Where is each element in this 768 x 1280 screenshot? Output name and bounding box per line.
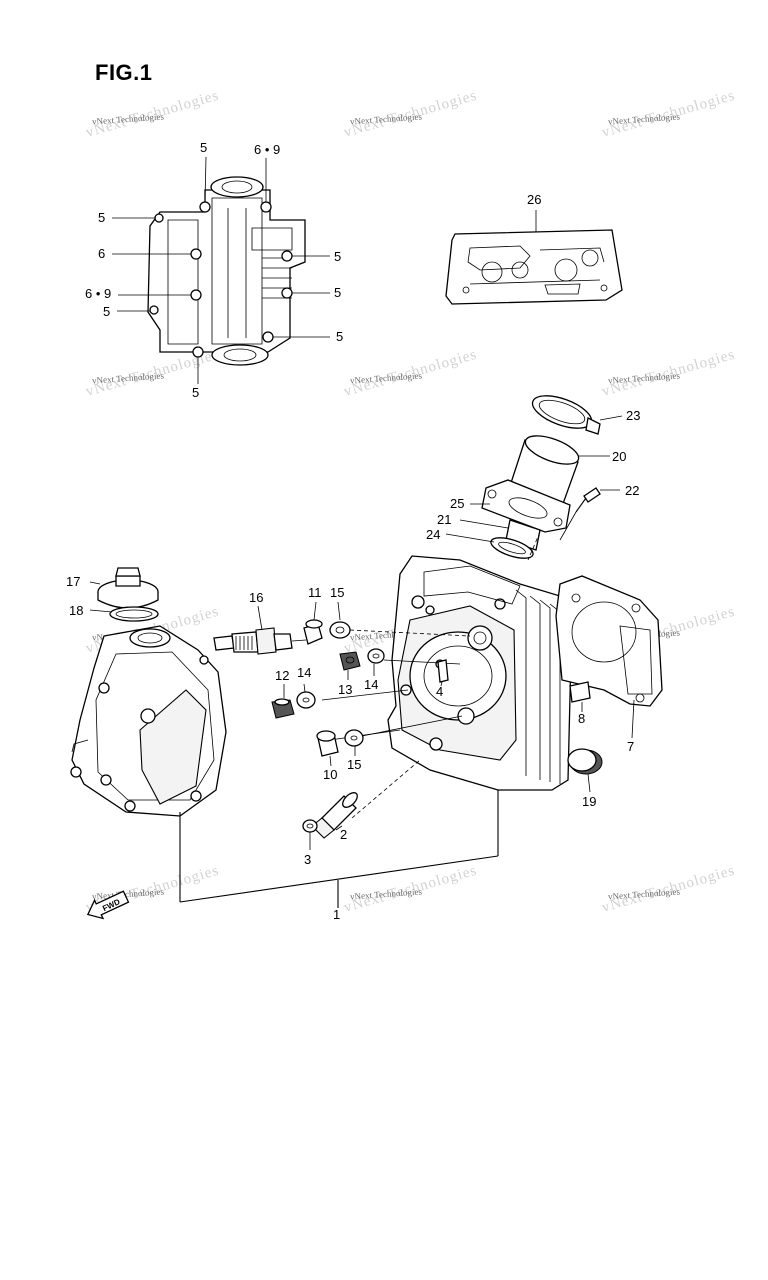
intake-pipe-drawing [445,395,623,561]
callout-5: 5 [103,304,111,319]
callout-1: 1 [333,907,341,922]
cylinder-gasket-drawing [555,575,663,793]
callout-8: 8 [578,711,586,726]
callout-14: 14 [364,677,379,692]
callout-16: 16 [249,590,264,605]
gasket-set-drawing [445,210,623,305]
callout-14: 14 [297,665,312,680]
cylinder-head-cover-drawing [112,156,330,384]
callout-20: 20 [612,449,627,464]
callout-7: 7 [627,739,635,754]
cylinder-head-drawing [321,555,573,791]
callout-5: 5 [336,329,344,344]
callout-5: 5 [192,385,200,400]
callout-12: 12 [275,668,290,683]
callout-22: 22 [625,483,640,498]
callout-24: 24 [426,527,441,542]
callout-15: 15 [330,585,345,600]
callout-17: 17 [66,574,81,589]
callout-6: 6 [98,246,106,261]
callout-19: 19 [582,794,597,809]
small-fasteners-drawing [271,601,449,767]
callout-5: 5 [334,249,342,264]
callout-5: 5 [334,285,342,300]
assembly-bracket [179,790,499,908]
figure-title: FIG.1 [95,60,153,85]
callout-25: 25 [450,496,465,511]
callout-13: 13 [338,682,353,697]
callout-2: 2 [340,827,348,842]
spark-plug-drawing [213,605,307,655]
callout-11: 11 [308,585,322,600]
left-cover-drawing [70,625,227,817]
callout-6-9: 6 • 9 [85,286,112,301]
callout-4: 4 [436,684,444,699]
valve-guide-drawing [302,759,421,850]
callout-23: 23 [626,408,641,423]
callout-5: 5 [200,140,208,155]
callout-3: 3 [304,852,312,867]
oil-filler-cap-drawing [89,567,159,622]
callout-26: 26 [527,192,542,207]
fwd-arrow-icon: FWD [86,890,130,920]
callout-18: 18 [69,603,84,618]
callout-10: 10 [323,767,338,782]
callout-21: 21 [437,512,452,527]
callout-5: 5 [98,210,106,225]
callout-15: 15 [347,757,362,772]
callout-6-9: 6 • 9 [254,142,281,157]
